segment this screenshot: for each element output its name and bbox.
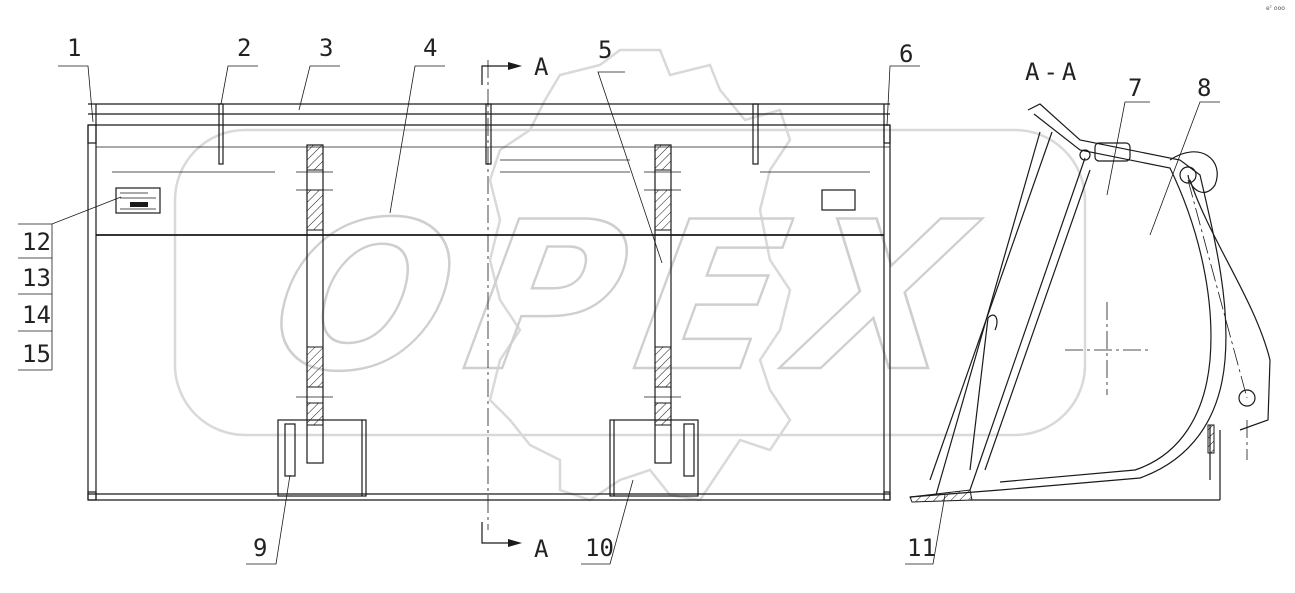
- watermark-gear: [488, 48, 792, 502]
- callout-3: 3: [319, 34, 333, 62]
- callout-5: 5: [598, 36, 612, 64]
- front-view: [87, 60, 891, 547]
- nameplate: [115, 187, 161, 214]
- callout-15: 15: [22, 340, 51, 368]
- callout-14: 14: [22, 301, 51, 329]
- callout-11: 11: [907, 534, 936, 562]
- right-lift-arm: [609, 144, 699, 497]
- callout-8: 8: [1197, 74, 1211, 102]
- callout-4: 4: [423, 34, 437, 62]
- callout-12: 12: [22, 228, 51, 256]
- callout-13: 13: [22, 264, 51, 292]
- leader-lines: [18, 65, 1220, 565]
- corner-mark: eᵀ ooo: [1266, 5, 1285, 12]
- section-arrow-top-label: A: [534, 53, 549, 81]
- callout-7: 7: [1128, 74, 1142, 102]
- watermark-rounded-frame: [173, 128, 1087, 437]
- callout-1: 1: [67, 34, 81, 62]
- callout-2: 2: [237, 34, 251, 62]
- callout-6: 6: [899, 40, 913, 68]
- section-title: A-A: [1025, 58, 1080, 86]
- callout-9: 9: [253, 534, 267, 562]
- callout-10: 10: [585, 534, 614, 562]
- watermark-text: OPEX: [257, 177, 1002, 416]
- section-view: [909, 103, 1271, 503]
- section-arrow-bottom-label: A: [534, 535, 549, 563]
- left-lift-arm: [277, 144, 367, 497]
- watermark-logo: OPEX: [173, 48, 1087, 502]
